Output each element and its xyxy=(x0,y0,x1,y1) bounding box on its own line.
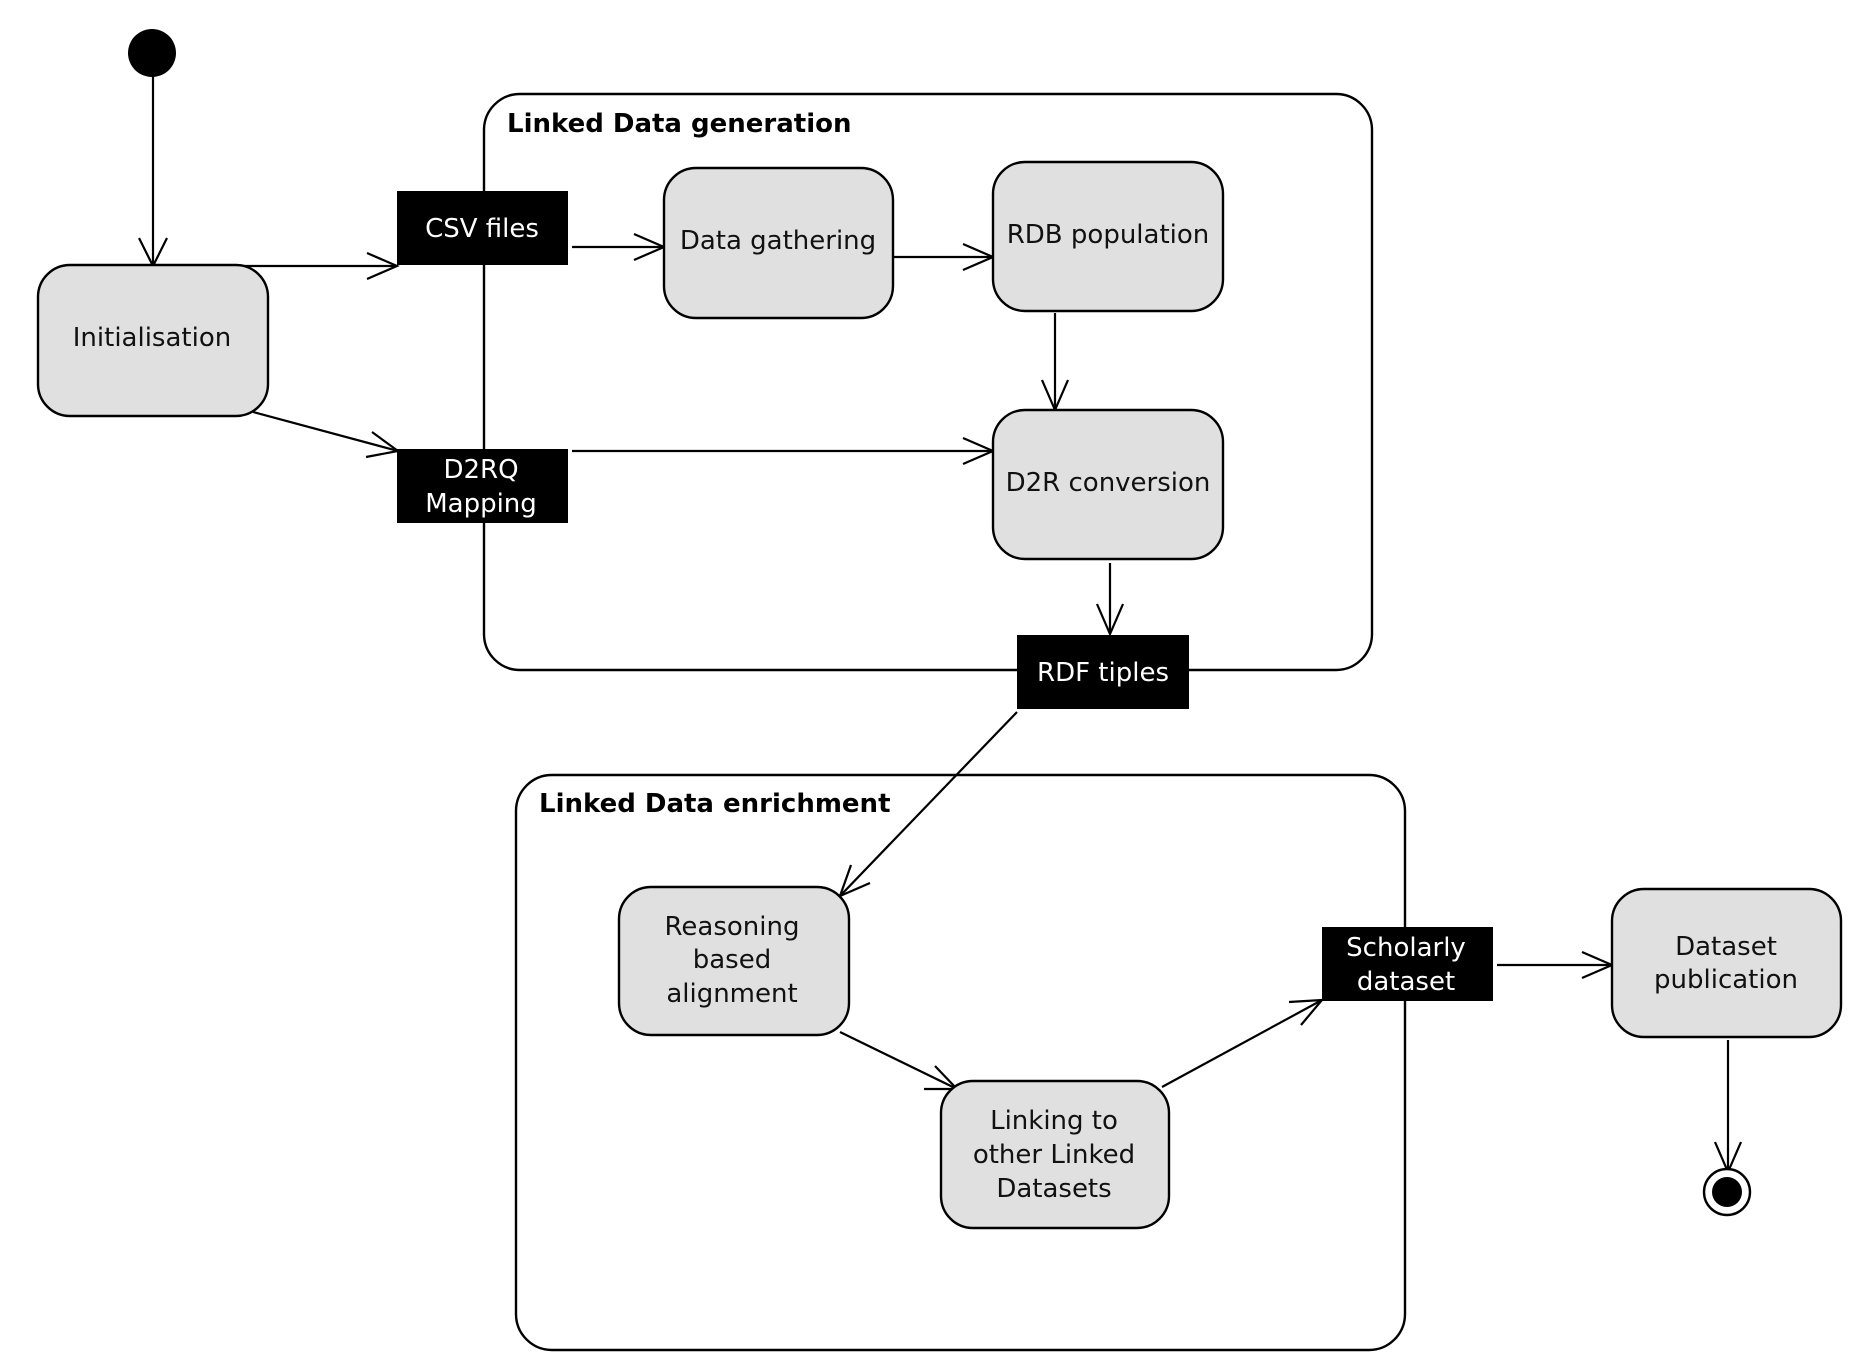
rdf-triples-label: RDF tiples xyxy=(1037,658,1169,688)
edge-initialisation-to-d2rq-mapping xyxy=(252,410,399,453)
action-data-gathering: Data gathering xyxy=(662,166,895,320)
linking-label-line-1: Linking to xyxy=(990,1106,1118,1136)
action-initialisation: Initialisation xyxy=(36,263,270,418)
object-scholarly-dataset: Scholarly dataset xyxy=(1322,927,1493,1001)
object-rdf-triples: RDF tiples xyxy=(1017,635,1189,709)
initialisation-label: Initialisation xyxy=(73,323,231,353)
scholarly-label-line-2: dataset xyxy=(1357,967,1455,997)
action-linking-to-other-datasets: Linking to other Linked Datasets xyxy=(939,1079,1171,1230)
reasoning-label-line-3: alignment xyxy=(666,979,797,1009)
linking-label-line-3: Datasets xyxy=(996,1174,1111,1204)
group-enrichment-title: Linked Data enrichment xyxy=(539,789,891,819)
initial-node xyxy=(128,29,176,77)
action-reasoning-based-alignment: Reasoning based alignment xyxy=(617,885,851,1037)
scholarly-label-line-1: Scholarly xyxy=(1346,933,1466,963)
action-d2r-conversion: D2R conversion xyxy=(991,408,1225,561)
d2rq-label-line-1: D2RQ xyxy=(443,455,518,485)
group-linked-data-enrichment: Linked Data enrichment xyxy=(514,773,1407,1352)
edge-linking-to-scholarly-dataset xyxy=(1161,999,1323,1088)
reasoning-label-line-1: Reasoning xyxy=(665,912,800,942)
group-generation-title: Linked Data generation xyxy=(507,109,852,139)
data-gathering-label: Data gathering xyxy=(680,226,876,256)
object-csv-files: CSV files xyxy=(397,191,568,265)
d2r-conversion-label: D2R conversion xyxy=(1006,468,1211,498)
action-rdb-population: RDB population xyxy=(991,160,1225,313)
publication-label-line-1: Dataset xyxy=(1675,932,1777,962)
edge-reasoning-to-linking xyxy=(839,1031,958,1090)
csv-files-label: CSV files xyxy=(425,214,539,244)
linking-label-line-2: other Linked xyxy=(973,1140,1135,1170)
action-dataset-publication: Dataset publication xyxy=(1610,887,1843,1039)
edges xyxy=(138,70,1743,1175)
d2rq-label-line-2: Mapping xyxy=(425,489,537,519)
publication-label-line-2: publication xyxy=(1654,965,1798,995)
object-d2rq-mapping: D2RQ Mapping xyxy=(397,449,568,523)
edge-rdf-triples-to-reasoning-alignment xyxy=(839,711,1018,897)
rdb-population-label: RDB population xyxy=(1007,220,1210,250)
reasoning-label-line-2: based xyxy=(693,945,771,975)
group-linked-data-generation: Linked Data generation xyxy=(482,92,1374,672)
final-node xyxy=(1702,1167,1752,1217)
